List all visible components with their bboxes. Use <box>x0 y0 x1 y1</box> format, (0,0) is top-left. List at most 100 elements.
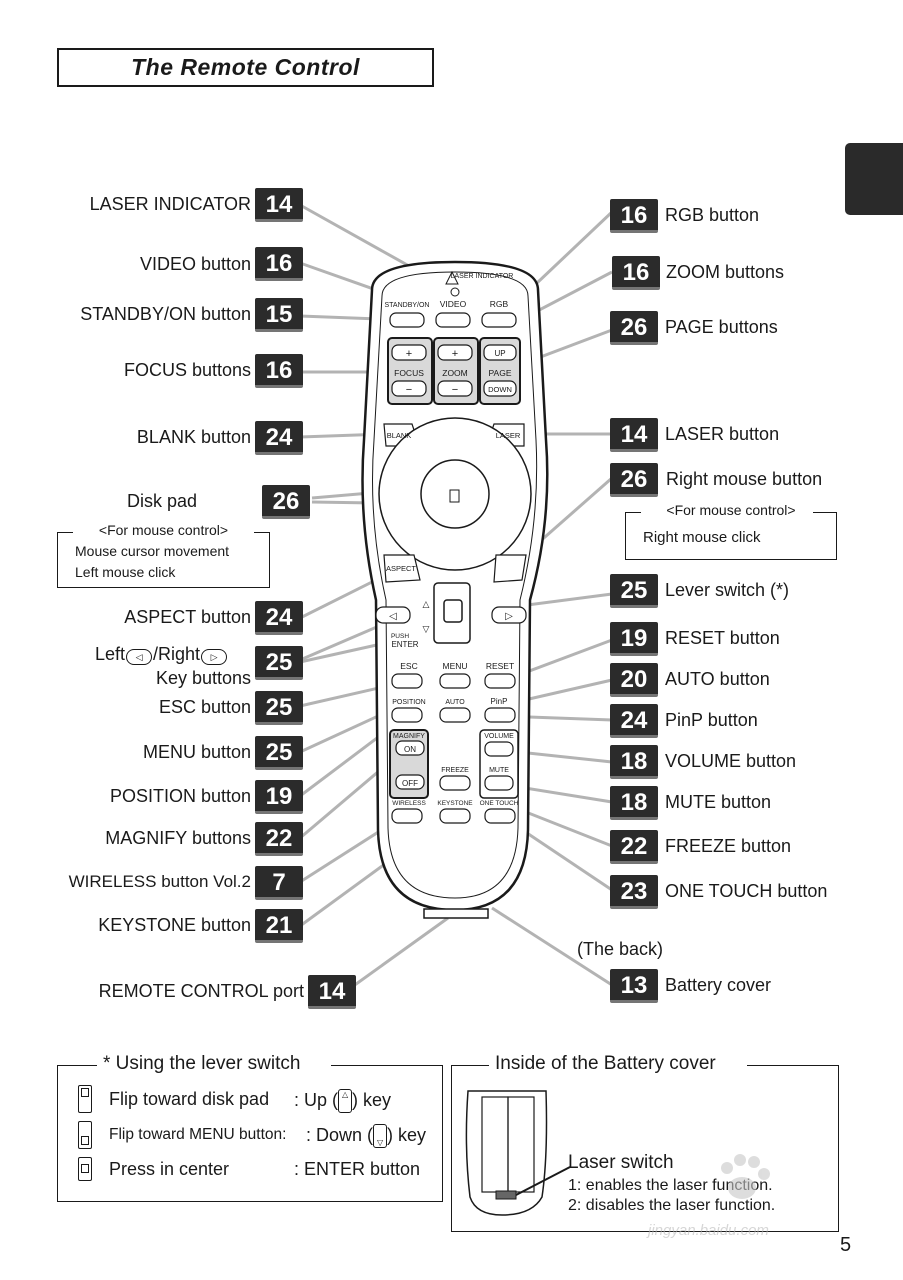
badge-laser: 14 <box>610 418 658 452</box>
badge-standby: 15 <box>255 298 303 332</box>
badge-lever: 25 <box>610 574 658 608</box>
lever-switch-box: * Using the lever switch Flip toward dis… <box>57 1053 443 1202</box>
mouse-left-heading: <For mouse control> <box>98 522 229 538</box>
label-esc: ESC button <box>158 697 251 717</box>
badge-magnify: 22 <box>255 822 303 856</box>
laser-switch-line2: 2: disables the laser function. <box>568 1197 776 1214</box>
badge-freeze: 22 <box>610 830 658 864</box>
label-right-text: /Right <box>153 644 201 664</box>
label-zoom: ZOOM buttons <box>666 262 785 282</box>
remote-video-label: VIDEO <box>440 299 467 309</box>
page-title-box: The Remote Control <box>57 48 434 87</box>
remote-mute-label: MUTE <box>489 767 509 774</box>
label-video: VIDEO button <box>139 254 251 274</box>
remote-focus-plus: + <box>406 348 412 360</box>
label-magnify: MAGNIFY buttons <box>105 828 251 848</box>
label-freeze: FREEZE button <box>665 836 792 856</box>
chapter-tab <box>845 143 903 215</box>
left-key-icon: ◁ <box>126 649 153 665</box>
remote-esc-label: ESC <box>400 661 417 671</box>
remote-auto-label: AUTO <box>445 699 465 706</box>
label-blank: BLANK button <box>136 427 251 447</box>
label-keystone: KEYSTONE button <box>98 915 251 935</box>
laser-switch-title: Laser switch <box>568 1152 674 1173</box>
label-left-right: Left◁/Right▷ <box>95 643 228 665</box>
lever-box-heading: * Using the lever switch <box>103 1053 301 1074</box>
badge-blank: 24 <box>255 421 303 455</box>
remote-left-arrow-icon: ◁ <box>389 611 397 622</box>
lever-down-arrow-icon: ▽ <box>423 624 430 634</box>
mouse-left-line1: Mouse cursor movement <box>75 543 230 559</box>
badge-right-mouse: 26 <box>610 463 658 497</box>
remote-laser-indicator-label: LASER INDICATOR <box>451 273 514 280</box>
label-auto: AUTO button <box>665 669 770 689</box>
remote-push-label: PUSH <box>391 633 409 640</box>
label-volume: VOLUME button <box>665 751 797 771</box>
remote-enter-label: ENTER <box>391 640 418 649</box>
page-title: The Remote Control <box>131 54 360 80</box>
label-reset: RESET button <box>665 628 780 648</box>
badge-focus: 16 <box>255 354 303 388</box>
label-rgb: RGB button <box>665 205 760 225</box>
label-battery: Battery cover <box>665 975 772 995</box>
lever-row2-key-text: ) key <box>387 1124 427 1145</box>
label-laser-indicator: LASER INDICATOR <box>89 194 251 214</box>
badge-wireless: 7 <box>255 866 303 900</box>
label-position: POSITION button <box>109 786 251 806</box>
lever-center-icon <box>78 1157 92 1181</box>
label-laser: LASER button <box>665 424 780 444</box>
label-focus: FOCUS buttons <box>123 360 251 380</box>
badge-mute: 18 <box>610 786 658 820</box>
remote-focus-label: FOCUS <box>394 368 424 378</box>
remote-wireless-label: WIRELESS <box>392 800 426 807</box>
battery-box-heading: Inside of the Battery cover <box>495 1053 716 1074</box>
remote-off-label: OFF <box>402 779 418 788</box>
remote-rgb-label: RGB <box>490 299 509 309</box>
remote-zoom-label: ZOOM <box>442 368 468 378</box>
badge-onetouch: 23 <box>610 875 658 909</box>
badge-battery: 13 <box>610 969 658 1003</box>
remote-zoom-minus: − <box>452 384 458 396</box>
remote-labels: LASER INDICATOR STANDBY/ON VIDEO RGB + F… <box>385 273 521 807</box>
lever-up-arrow-icon: △ <box>423 599 430 609</box>
remote-volume-label: VOLUME <box>484 733 514 740</box>
remote-menu-label: MENU <box>442 661 467 671</box>
label-the-back: (The back) <box>577 939 664 959</box>
remote-reset-label: RESET <box>486 661 514 671</box>
remote-page-label: PAGE <box>489 368 512 378</box>
mouse-right-line1: Right mouse click <box>643 529 761 546</box>
badge-video: 16 <box>255 247 303 281</box>
label-disk-pad: Disk pad <box>126 491 197 511</box>
lever-row2-action: Flip toward MENU button: <box>109 1126 287 1143</box>
badge-esc: 25 <box>255 691 303 725</box>
remote-right-arrow-icon: ▷ <box>505 611 513 622</box>
badge-remote-port: 14 <box>308 975 356 1009</box>
remote-onetouch-label: ONE TOUCH <box>480 800 519 807</box>
remote-focus-minus: − <box>406 384 412 396</box>
badge-position: 19 <box>255 780 303 814</box>
remote-position-label: POSITION <box>392 699 425 706</box>
remote-keystone-label: KEYSTONE <box>437 800 473 807</box>
badge-page: 26 <box>610 311 658 345</box>
lever-row2-result: : Down (▽) key <box>306 1124 426 1148</box>
lever-up-icon <box>78 1085 92 1113</box>
lever-row1-result-text: : Up ( <box>294 1089 339 1110</box>
remote-magnify-label: MAGNIFY <box>393 733 425 740</box>
watermark: jingyan.baidu.com <box>648 1222 769 1239</box>
battery-compartment-drawing <box>465 1090 571 1216</box>
badge-keystone: 21 <box>255 909 303 943</box>
label-mute: MUTE button <box>665 792 772 812</box>
lever-row2-result-text: : Down ( <box>306 1124 374 1145</box>
label-pinp: PinP button <box>665 710 758 730</box>
right-key-icon: ▷ <box>201 649 228 665</box>
lever-row2-action-text: Flip toward MENU button <box>109 1126 283 1143</box>
lever-row1-key-text: ) key <box>352 1089 392 1110</box>
label-page: PAGE buttons <box>665 317 778 337</box>
lever-row3-result: : ENTER button <box>294 1159 421 1179</box>
up-key-icon: △ <box>338 1089 353 1113</box>
badge-left-right: 25 <box>255 646 303 680</box>
badge-pinp: 24 <box>610 704 658 738</box>
page-number: 5 <box>840 1234 852 1256</box>
badge-laser-indicator: 14 <box>255 188 303 222</box>
